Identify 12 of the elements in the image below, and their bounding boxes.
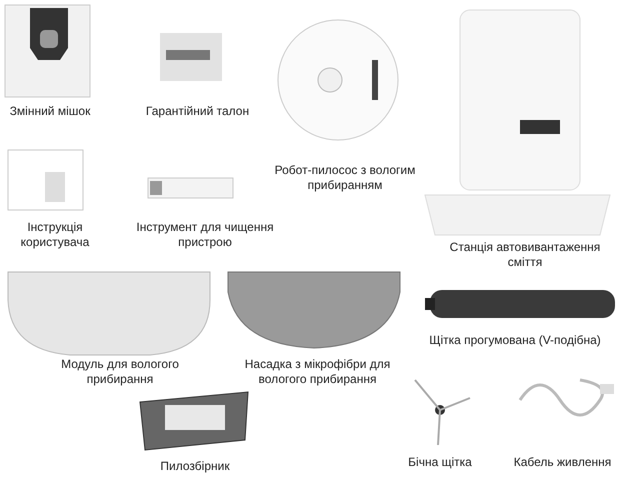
item-caption: Бічна щітка xyxy=(407,455,473,470)
item-caption: Гарантійний талон xyxy=(144,104,250,119)
item-caption: Пилозбірник xyxy=(159,459,231,474)
item-caption: Кабель живлення xyxy=(512,455,612,470)
item-caption: Змінний мішок xyxy=(8,104,92,119)
item-caption: Щітка прогумована (V-подібна) xyxy=(428,333,602,348)
item-caption: Інструкція користувача xyxy=(20,220,90,250)
item-caption: Насадка з мікрофібри для вологого прибирання xyxy=(244,357,392,387)
item-caption: Модуль для вологого прибирання xyxy=(60,357,180,387)
item-caption: Інструмент для чищення пристрою xyxy=(135,220,275,250)
item-caption: Станція автовивантаження сміття xyxy=(448,240,602,270)
item-caption: Робот-пилосос з вологим прибиранням xyxy=(274,163,416,193)
